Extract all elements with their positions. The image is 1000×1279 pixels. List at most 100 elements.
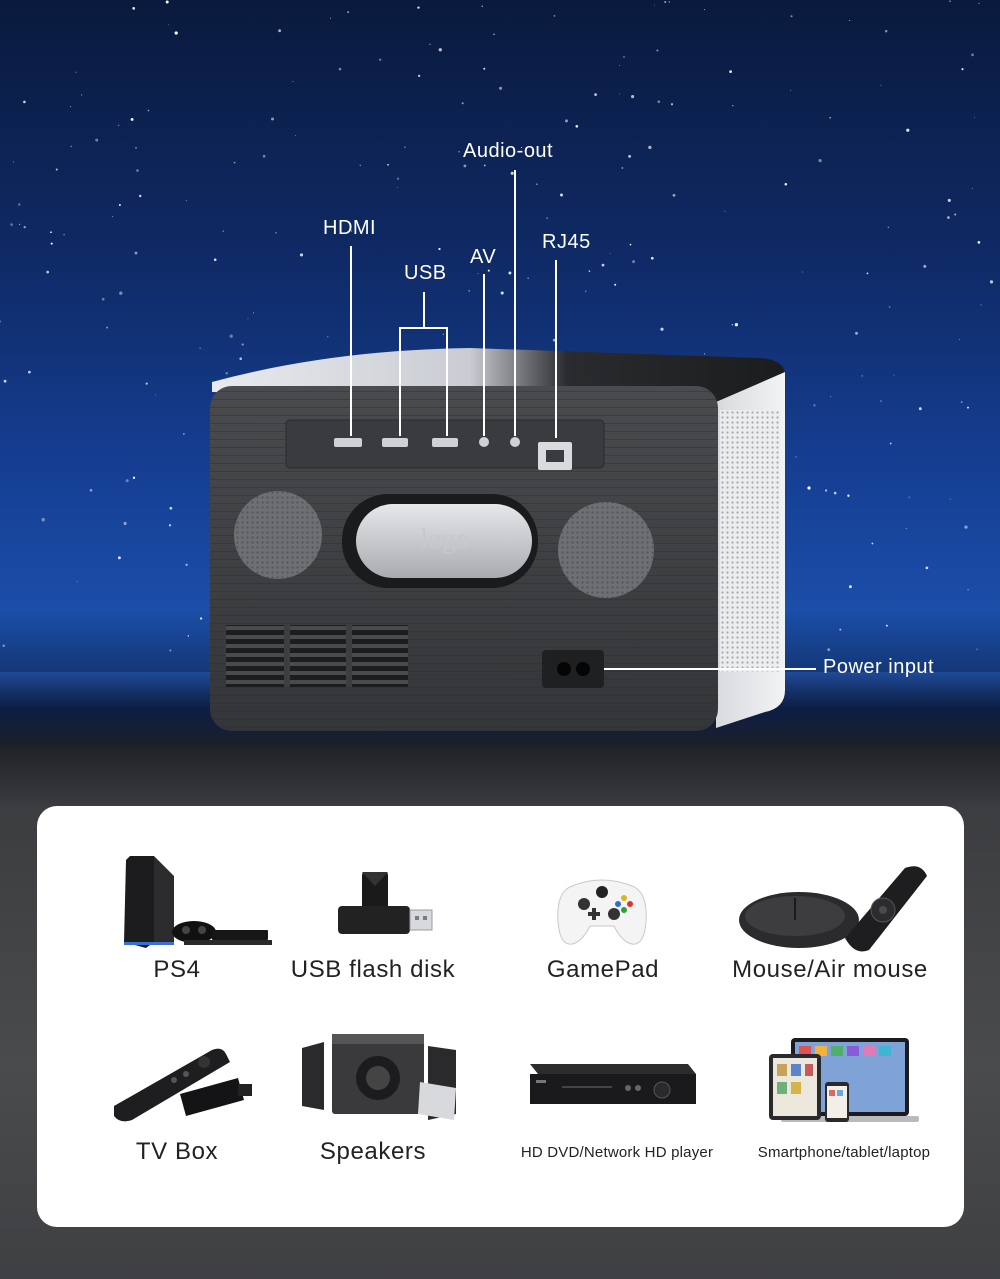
star [703, 353, 706, 355]
device-mouse: Mouse/Air mouse [715, 846, 945, 1016]
star [138, 194, 142, 198]
star [185, 200, 187, 202]
star [292, 81, 294, 83]
star [508, 271, 512, 275]
star [848, 585, 852, 589]
star [275, 231, 277, 234]
star [239, 357, 242, 360]
star [75, 71, 77, 73]
star [923, 264, 927, 268]
gamepad-icon [557, 879, 647, 945]
star [417, 6, 420, 9]
star [732, 105, 734, 107]
star [69, 106, 72, 108]
star [960, 401, 963, 403]
star [650, 256, 654, 260]
star [168, 524, 172, 527]
star [477, 273, 479, 275]
star [724, 210, 726, 212]
star [174, 31, 178, 35]
star [734, 323, 739, 327]
star [825, 489, 828, 492]
star [588, 270, 591, 272]
star [829, 116, 832, 119]
star [130, 117, 134, 121]
star [147, 109, 150, 112]
star [95, 138, 99, 142]
star [729, 70, 733, 74]
star [118, 204, 121, 206]
star [136, 169, 139, 172]
projector-image [210, 348, 785, 731]
star [527, 277, 529, 279]
star [438, 247, 441, 251]
device-dvd-player: HD DVD/Network HD player [502, 1028, 732, 1198]
usb-bracket-bar [399, 327, 448, 329]
star [438, 48, 442, 52]
star [629, 243, 632, 246]
star [262, 154, 266, 158]
star [905, 528, 907, 529]
star [967, 589, 969, 591]
rj45-leader-line [555, 260, 557, 438]
device-label: Mouse/Air mouse [732, 956, 928, 983]
star [481, 5, 483, 7]
star [594, 93, 597, 96]
star [664, 0, 667, 4]
star [818, 158, 822, 163]
star [50, 231, 52, 234]
star [351, 230, 353, 232]
star [117, 556, 121, 560]
star [959, 339, 960, 340]
star [989, 280, 994, 284]
star [889, 442, 892, 445]
star [614, 283, 617, 286]
star [886, 624, 888, 627]
star [866, 272, 869, 275]
star [225, 372, 228, 375]
star [871, 542, 874, 545]
star [888, 306, 891, 308]
star [442, 333, 444, 335]
star [575, 124, 579, 128]
compatible-devices-card: PS4 USB flash disk [37, 806, 964, 1227]
star [656, 49, 659, 52]
device-label: TV Box [135, 1138, 219, 1165]
power-input-label: Power input [823, 656, 935, 678]
star [802, 271, 804, 273]
star [338, 67, 342, 71]
star [585, 290, 587, 292]
star [3, 379, 7, 383]
device-label: Smartphone/tablet/laptop [757, 1144, 931, 1161]
star [535, 183, 538, 186]
star [961, 68, 964, 71]
usb-leader-line-2 [446, 327, 448, 436]
usb-bracket-stem [423, 292, 425, 328]
star [81, 94, 83, 96]
star [247, 318, 249, 320]
star [28, 370, 31, 374]
device-smartphone-tablet-laptop: Smartphone/tablet/laptop [729, 1028, 959, 1198]
star [76, 580, 78, 583]
star [222, 230, 224, 232]
star [183, 433, 185, 435]
star [520, 146, 523, 149]
mouse-icon [739, 866, 927, 952]
star [964, 525, 968, 529]
star [880, 84, 882, 86]
star [89, 488, 93, 492]
star [925, 566, 929, 570]
star [55, 168, 58, 171]
star [50, 242, 53, 245]
star [145, 382, 148, 385]
star [295, 135, 297, 137]
star [861, 375, 864, 377]
star [168, 24, 170, 26]
star [23, 225, 26, 229]
usb-leader-line-1 [399, 327, 401, 436]
dvd-player-icon [530, 1064, 696, 1104]
star [976, 648, 978, 650]
star [165, 0, 169, 4]
star [672, 193, 676, 197]
